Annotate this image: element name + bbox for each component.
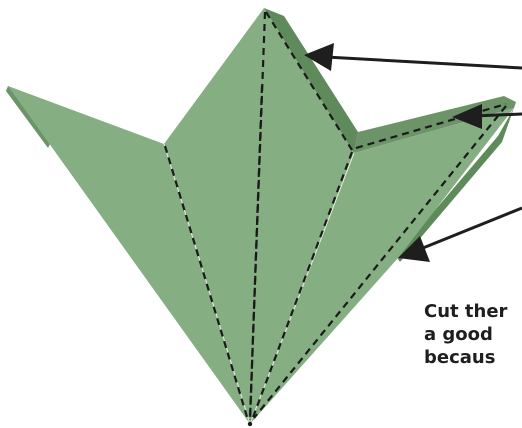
bottom-point-dot	[248, 422, 252, 426]
caption-line-2: a good	[424, 323, 507, 346]
cut-instruction-caption: Cut ther a good becaus	[424, 300, 507, 369]
arrow-top	[304, 43, 522, 71]
center-panel-face	[164, 8, 354, 424]
caption-line-1: Cut ther	[424, 300, 507, 323]
caption-line-3: becaus	[424, 346, 507, 369]
